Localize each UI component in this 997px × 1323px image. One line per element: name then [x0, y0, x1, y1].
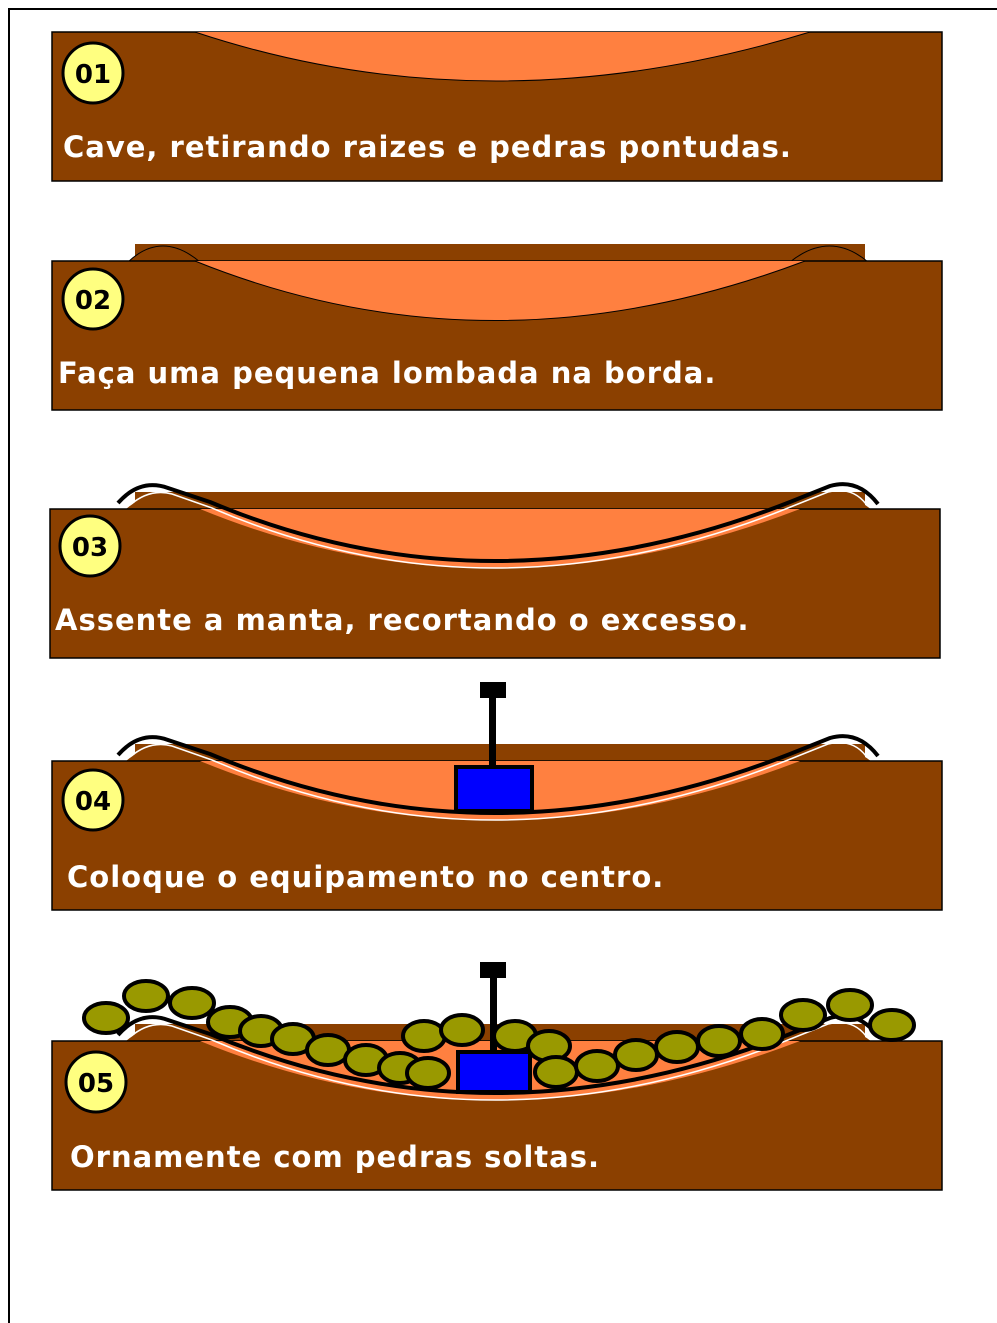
- step-05-panel: 05 Ornamente com pedras soltas.: [51, 962, 943, 1191]
- pump-equipment: [456, 1050, 532, 1094]
- stone: [826, 988, 874, 1022]
- left-mound: [125, 1026, 198, 1042]
- step-number: 02: [75, 286, 111, 316]
- pump-pipe: [490, 975, 497, 1055]
- step-number: 04: [75, 787, 111, 817]
- step-03-panel: 03 Assente a manta, recortando o excesso…: [49, 482, 941, 659]
- stone: [779, 998, 827, 1032]
- stone: [739, 1017, 785, 1051]
- left-mound: [125, 494, 198, 510]
- step-number: 03: [72, 533, 108, 563]
- stone: [613, 1038, 659, 1072]
- soil-top-strip: [135, 744, 865, 762]
- pump-nozzle: [480, 962, 506, 978]
- pump-pipe: [489, 695, 496, 767]
- stone: [654, 1030, 700, 1064]
- stone: [574, 1049, 620, 1083]
- cavity-outline: [194, 260, 806, 321]
- liner-inner-edge: [129, 741, 867, 821]
- step-instruction: Cave, retirando raizes e pedras pontudas…: [63, 130, 792, 164]
- decorative-stones: [82, 979, 916, 1090]
- step-04-panel: 04 Coloque o equipamento no centro.: [51, 682, 943, 911]
- stone: [82, 1001, 130, 1035]
- step-02-panel: 02 Faça uma pequena lombada na borda.: [51, 244, 943, 411]
- stone: [696, 1024, 742, 1058]
- stone: [122, 979, 170, 1013]
- stone: [405, 1056, 451, 1090]
- cavity-outline: [194, 31, 811, 82]
- stone: [439, 1013, 485, 1047]
- step-number-badge: [61, 41, 125, 105]
- step-instruction: Coloque o equipamento no centro.: [67, 860, 664, 894]
- step-number: 05: [78, 1069, 114, 1099]
- dug-cavity: [195, 261, 805, 321]
- liner-inner-edge: [129, 1021, 867, 1101]
- pump-equipment: [454, 765, 534, 813]
- soil-top-strip: [135, 492, 865, 510]
- step-instruction: Ornamente com pedras soltas.: [70, 1140, 600, 1174]
- stone: [401, 1019, 447, 1053]
- pump-nozzle: [480, 682, 506, 698]
- stone: [533, 1055, 579, 1089]
- liner-inner-edge: [129, 489, 867, 569]
- step-instruction: Faça uma pequena lombada na borda.: [58, 356, 716, 390]
- step-instruction: Assente a manta, recortando o excesso.: [55, 603, 750, 637]
- pond-liner: [116, 482, 880, 563]
- step-number: 01: [75, 60, 111, 90]
- step-number-badge: [61, 267, 125, 331]
- soil-top-strip: [135, 244, 865, 262]
- lined-cavity: [200, 509, 800, 569]
- step-01-panel: 01 Cave, retirando raizes e pedras pontu…: [51, 31, 943, 182]
- step-number-badge: [64, 1050, 128, 1114]
- left-mound: [125, 746, 198, 762]
- step-number-badge: [58, 514, 122, 578]
- stone: [168, 986, 216, 1020]
- stone: [305, 1033, 351, 1067]
- soil-block: [51, 1040, 943, 1191]
- page-frame: [8, 8, 997, 1323]
- dug-cavity: [195, 32, 810, 81]
- stone: [868, 1008, 916, 1042]
- step-number-badge: [61, 768, 125, 832]
